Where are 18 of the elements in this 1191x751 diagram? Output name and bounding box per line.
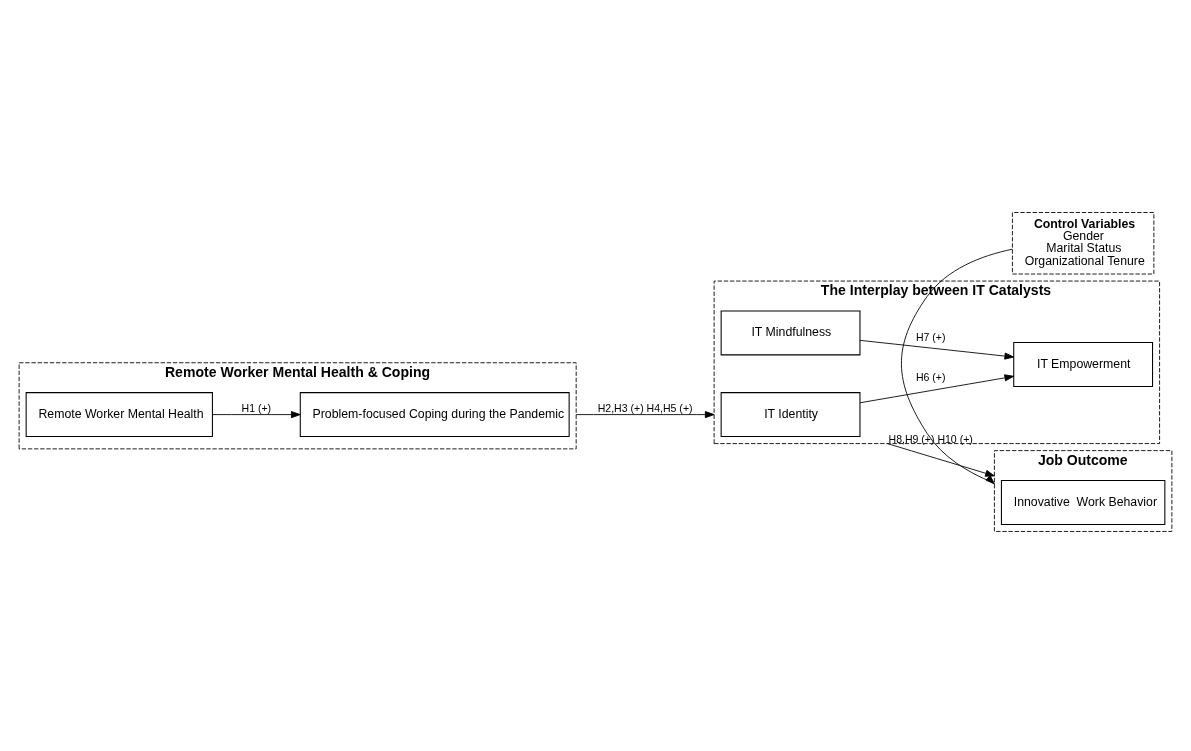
node-box: Remote Worker Mental Health bbox=[25, 392, 213, 438]
arrow bbox=[900, 248, 1013, 485]
node-box: Problem-focused Coping during the Pandemic bbox=[299, 392, 570, 438]
arrow bbox=[859, 339, 1015, 360]
edge-label: H2,H3 (+) H4,H5 (+) bbox=[597, 401, 693, 414]
edge-label: H6 (+) bbox=[915, 370, 946, 383]
node-box: Control Variables Gender Marital Status Organizational Tenure bbox=[1011, 212, 1155, 275]
edge-label: H1 (+) bbox=[241, 401, 272, 414]
edge-label: H8,H9 (+) H10 (+) bbox=[888, 433, 973, 446]
edge-label: H7 (+) bbox=[915, 331, 946, 344]
node-box: IT Mindfulness bbox=[720, 310, 861, 356]
arrow bbox=[886, 443, 995, 477]
node-box: IT Identity bbox=[720, 392, 861, 438]
arrow bbox=[575, 411, 715, 419]
arrow bbox=[859, 374, 1015, 404]
arrow bbox=[212, 411, 301, 419]
node-box: IT Empowerment bbox=[1013, 342, 1154, 387]
node-box: Innovative Work Behavior bbox=[1000, 479, 1166, 525]
